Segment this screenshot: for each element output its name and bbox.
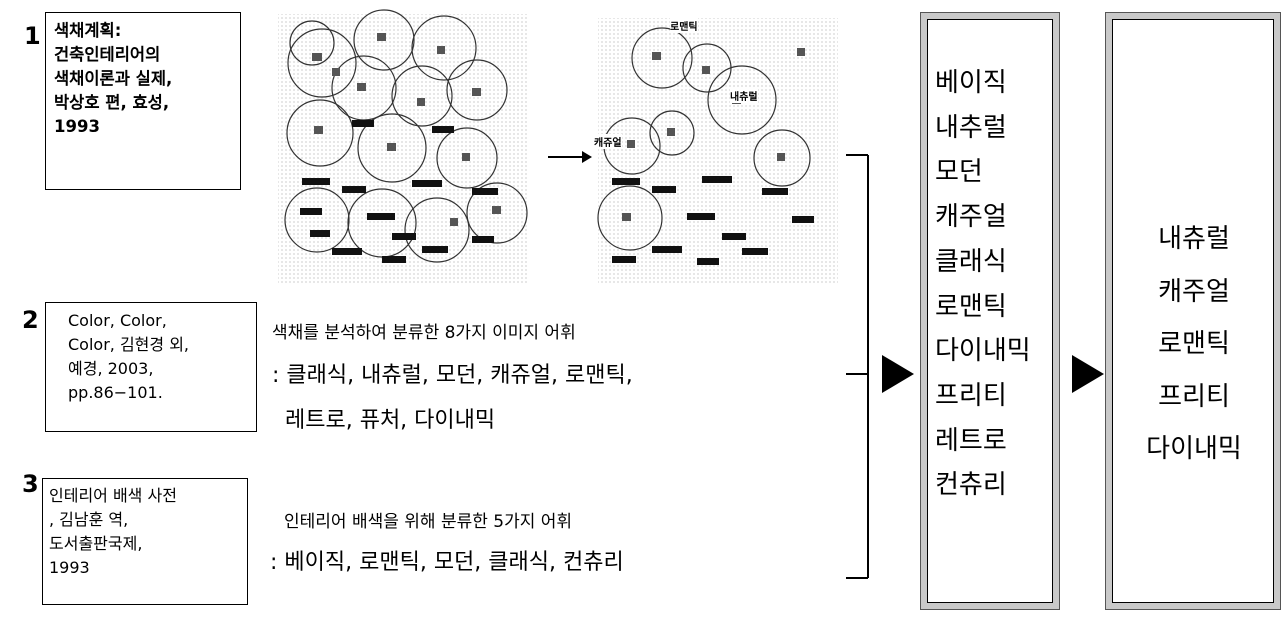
combined-vocab-list: 베이직 내추럴 모던 캐주얼 클래식 로맨틱 다이내믹 프리티 레트로 컨츄리 (935, 61, 1031, 508)
combined-item: 내추럴 (935, 112, 1007, 143)
row2-description: 색채를 분석하여 분류한 8가지 이미지 어휘 (272, 323, 576, 343)
image-label-casual: 캐쥬얼 (594, 134, 622, 149)
final-vocab-list: 내츄럴 캐주얼 로맨틱 프리티 다이내믹 (1106, 213, 1282, 476)
final-item: 로맨틱 (1158, 329, 1230, 359)
row-number-2: 2 (22, 306, 39, 334)
row3-description: 인테리어 배색을 위해 분류한 5가지 어휘 (284, 512, 573, 532)
final-item: 다이내믹 (1146, 434, 1242, 464)
row2-words-line1: : 클래식, 내츄럴, 모던, 캐쥬얼, 로맨틱, (272, 363, 633, 388)
combined-item: 클래식 (935, 246, 1007, 277)
row-number-3: 3 (22, 470, 39, 498)
row-number-1: 1 (24, 22, 41, 50)
source-box-2: Color, Color, Color, 김현경 외, 예경, 2003, pp… (45, 302, 257, 432)
row3-words: : 베이직, 로맨틱, 모던, 클래식, 컨츄리 (270, 550, 624, 575)
combined-item: 다이내믹 (935, 336, 1031, 367)
source-box-1: 색채계획: 건축인테리어의 색채이론과 실제, 박상호 편, 효성, 1993 (45, 12, 241, 190)
combined-item: 베이직 (935, 68, 1007, 98)
combined-item: 컨츄리 (935, 470, 1007, 501)
cluster-circles-before (278, 9, 528, 284)
cluster-circles-after (597, 18, 838, 284)
final-item: 프리티 (1158, 381, 1230, 412)
combined-item: 레트로 (935, 425, 1007, 456)
combined-item: 모던 (935, 157, 983, 188)
source-box-3: 인테리어 배색 사전 , 김남훈 역, 도서출판국제, 1993 (42, 478, 248, 605)
row2-words-line2: 레트로, 퓨처, 다이내믹 (285, 408, 496, 433)
image-label-natural: 내츄럴 (730, 88, 758, 103)
final-vocab-box: 내츄럴 캐주얼 로맨틱 프리티 다이내믹 (1105, 12, 1281, 610)
final-item: 캐주얼 (1158, 276, 1230, 307)
combined-item: 프리티 (935, 380, 1007, 411)
combined-vocab-box: 베이직 내추럴 모던 캐주얼 클래식 로맨틱 다이내믹 프리티 레트로 컨츄리 (920, 12, 1060, 610)
combined-item: 로맨틱 (935, 291, 1007, 322)
cluster-image-before (272, 8, 537, 291)
combined-item: 캐주얼 (935, 202, 1007, 233)
image-label-romantic: 로맨틱 (670, 18, 698, 33)
cluster-image-after: 로맨틱 내츄럴 캐쥬얼 (592, 8, 844, 291)
final-item: 내츄럴 (1158, 224, 1230, 254)
